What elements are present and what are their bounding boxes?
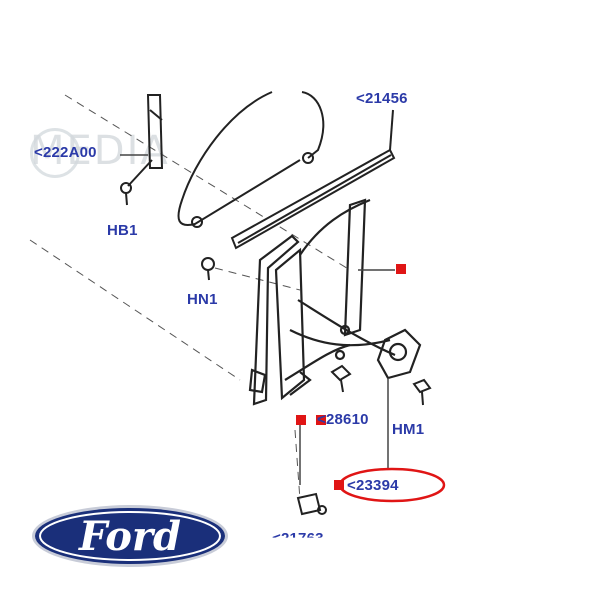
part-label-hm1: HM1 <box>392 421 425 438</box>
part-label-hn1: HN1 <box>187 291 218 308</box>
red-marker <box>396 264 406 274</box>
red-marker <box>296 415 306 425</box>
watermark-ring <box>30 128 80 178</box>
red-marker <box>334 480 344 490</box>
ford-logo: Ford <box>30 503 230 569</box>
red-marker <box>316 415 326 425</box>
ford-logo-text: Ford <box>79 512 181 560</box>
part-label-222A00: <222A00 <box>34 144 97 161</box>
part-label-21456: <21456 <box>356 90 408 107</box>
part-label-28610: <28610 <box>317 411 369 428</box>
part-label-23394: <23394 <box>347 477 399 494</box>
part-label-21763: <21763 <box>272 530 324 547</box>
part-label-hb1: HB1 <box>107 222 138 239</box>
